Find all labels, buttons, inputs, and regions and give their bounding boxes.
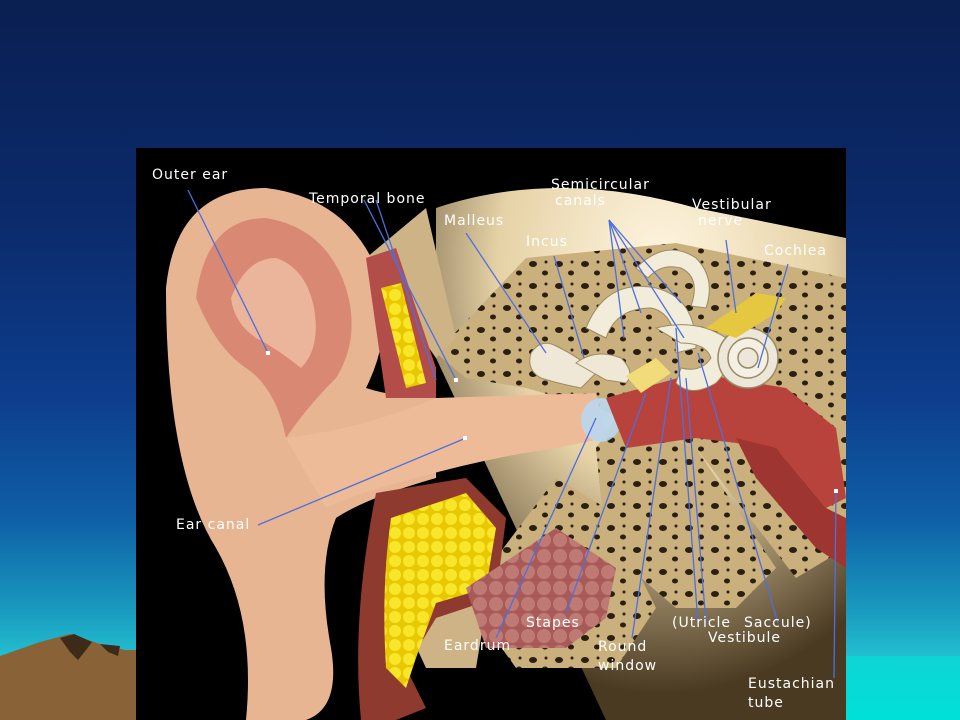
label-outer-ear: Outer ear xyxy=(152,167,229,183)
label-vestibular-nerve-line2: nerve xyxy=(698,213,744,229)
ear-anatomy-illustration xyxy=(166,188,846,720)
label-vestibular-nerve-line1: Vestibular xyxy=(692,197,772,213)
label-stapes: Stapes xyxy=(526,615,580,631)
label-incus: Incus xyxy=(526,234,568,250)
label-utricle: (Utricle xyxy=(672,615,732,631)
label-round-window-line2: window xyxy=(598,658,658,674)
label-temporal-bone: Temporal bone xyxy=(309,191,426,207)
label-eustachian-tube-line1: Eustachian xyxy=(748,676,835,692)
label-vestibule: Vestibule xyxy=(708,630,782,646)
label-saccule: Saccule) xyxy=(744,615,812,631)
mountain-decoration xyxy=(0,634,140,720)
label-ear-canal: Ear canal xyxy=(176,517,251,533)
label-round-window-line1: Round xyxy=(598,639,648,655)
label-semicircular-canals-line2: canals xyxy=(555,193,606,209)
ear-anatomy-figure: Outer ear Temporal bone Malleus Incus Se… xyxy=(136,148,846,720)
label-eardrum: Eardrum xyxy=(444,638,512,654)
label-semicircular-canals-line1: Semicircular xyxy=(551,177,650,193)
label-malleus: Malleus xyxy=(444,213,505,229)
label-cochlea: Cochlea xyxy=(764,243,827,259)
label-eustachian-tube-line2: tube xyxy=(748,695,784,711)
